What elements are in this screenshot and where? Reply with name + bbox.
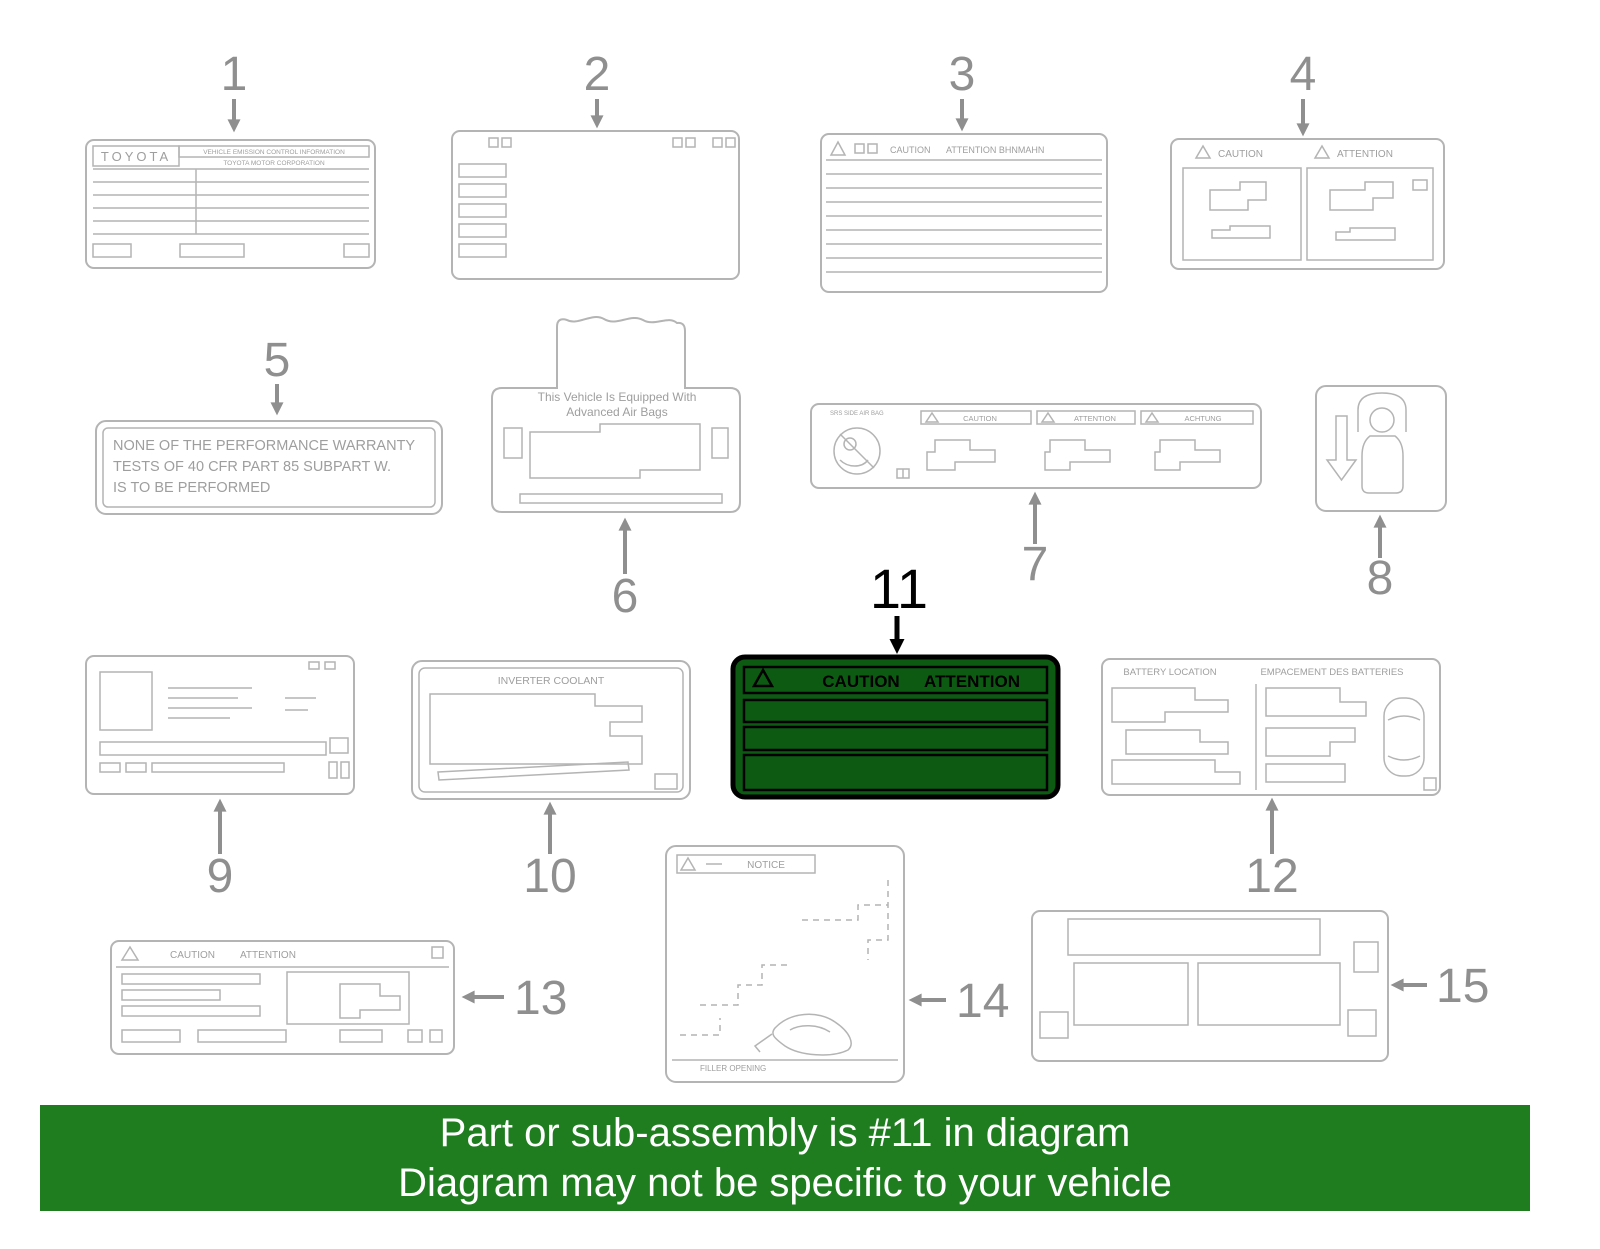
callout-9-number: 9 — [207, 850, 234, 903]
label-11-attention-text: ATTENTION — [924, 672, 1020, 691]
warning-triangle-icon — [679, 856, 697, 871]
notice-title: NOTICE — [747, 860, 785, 871]
callout-10: 10 — [523, 801, 577, 903]
srs-caution-text: CAUTION — [963, 414, 997, 423]
inverter-coolant-title: INVERTER COOLANT — [498, 675, 605, 687]
label-13-caution-text: CAUTION — [170, 950, 215, 961]
srs-achtung-text: ACHTUNG — [1184, 414, 1221, 423]
airbag-line-2: Advanced Air Bags — [566, 405, 667, 419]
warranty-line-2: TESTS OF 40 CFR PART 85 SUBPART W. — [113, 459, 391, 475]
callout-4: 4 — [1290, 48, 1317, 137]
filler-opening-text: FILLER OPENING — [700, 1064, 766, 1073]
emission-title: VEHICLE EMISSION CONTROL INFORMATION — [203, 149, 345, 156]
warning-triangle-icon — [1040, 411, 1056, 423]
label-4-caution-text: CAUTION — [1218, 149, 1263, 160]
battery-location-text: BATTERY LOCATION — [1123, 667, 1216, 678]
srs-title: SRS SIDE AIR BAG — [830, 411, 884, 417]
callout-12: 12 — [1245, 797, 1299, 903]
label-1-emission-control: TOYOTA VEHICLE EMISSION CONTROL INFORMAT… — [85, 139, 376, 269]
warning-triangle-icon — [829, 140, 847, 156]
callout-2: 2 — [584, 48, 611, 129]
callout-8: 8 — [1367, 514, 1394, 605]
warning-triangle-icon — [924, 411, 940, 423]
callout-11: 11 — [870, 557, 928, 654]
callout-14: 14 — [908, 975, 1009, 1028]
label-14-notice: NOTICE FILLER OPENING — [665, 845, 905, 1083]
callout-10-number: 10 — [523, 850, 576, 903]
toyota-brand-text: TOYOTA — [101, 149, 171, 164]
callout-6: 6 — [612, 517, 639, 623]
airbag-prohibited-icon — [833, 427, 881, 475]
emission-subtitle: TOYOTA MOTOR CORPORATION — [223, 160, 325, 167]
callout-12-number: 12 — [1245, 850, 1298, 903]
label-9 — [85, 655, 355, 795]
callout-1: 1 — [221, 48, 248, 133]
callout-11-number: 11 — [870, 557, 928, 620]
callout-15-number: 15 — [1436, 960, 1489, 1013]
child-head-icon — [1369, 407, 1395, 433]
child-body-icon — [1361, 435, 1404, 494]
callout-1-number: 1 — [221, 48, 248, 101]
callout-5: 5 — [264, 334, 291, 416]
label-3-caution: CAUTION ATTENTION BHNMAHN — [820, 133, 1108, 293]
label-11-caution-text: CAUTION — [822, 672, 899, 691]
warning-triangle-icon — [1313, 144, 1331, 159]
callout-7: 7 — [1022, 491, 1049, 591]
banner-line-1: Part or sub-assembly is #11 in diagram — [439, 1111, 1131, 1155]
highlight-banner: Part or sub-assembly is #11 in diagram D… — [40, 1105, 1530, 1211]
warning-triangle-icon — [1144, 411, 1160, 423]
label-13-attention-text: ATTENTION — [240, 950, 296, 961]
down-arrow-icon — [1325, 415, 1358, 482]
label-3-caution-text: CAUTION — [890, 145, 931, 155]
label-5-warranty: NONE OF THE PERFORMANCE WARRANTY TESTS O… — [95, 420, 443, 515]
car-top-view-icon — [1383, 697, 1425, 777]
label-2 — [451, 130, 740, 280]
callout-7-number: 7 — [1022, 538, 1049, 591]
callout-3: 3 — [949, 48, 976, 132]
callout-2-number: 2 — [584, 48, 611, 101]
banner-line-2: Diagram may not be specific to your vehi… — [398, 1161, 1172, 1205]
warranty-line-1: NONE OF THE PERFORMANCE WARRANTY — [113, 438, 415, 454]
label-3-attention-text: ATTENTION BHNMAHN — [946, 145, 1044, 155]
callout-4-number: 4 — [1290, 48, 1317, 101]
warning-triangle-icon — [1194, 144, 1212, 159]
callout-9: 9 — [207, 798, 234, 903]
warning-triangle-icon — [751, 667, 775, 688]
label-7-srs-airbag: SRS SIDE AIR BAG CAUTION ATTENTION ACHTU… — [810, 403, 1262, 489]
warranty-line-3: IS TO BE PERFORMED — [113, 480, 270, 496]
callout-6-number: 6 — [612, 570, 639, 623]
warning-triangle-icon — [120, 945, 140, 961]
callout-13: 13 — [461, 972, 567, 1025]
label-13-caution: CAUTION ATTENTION — [110, 940, 455, 1055]
label-10-inverter-coolant: INVERTER COOLANT — [411, 660, 691, 800]
callout-8-number: 8 — [1367, 552, 1394, 605]
label-4-attention-text: ATTENTION — [1337, 149, 1393, 160]
label-15 — [1031, 910, 1389, 1062]
callout-5-number: 5 — [264, 334, 291, 387]
callout-15: 15 — [1390, 960, 1489, 1013]
label-12-battery-location: BATTERY LOCATION EMPACEMENT DES BATTERIE… — [1101, 658, 1441, 796]
callout-13-number: 13 — [514, 972, 567, 1025]
label-4-caution-attention: CAUTION ATTENTION — [1170, 138, 1445, 270]
label-6-airbag: This Vehicle Is Equipped With Advanced A… — [491, 316, 741, 513]
emplacement-batteries-text: EMPACEMENT DES BATTERIES — [1260, 667, 1403, 678]
label-11-highlighted-part[interactable]: CAUTION ATTENTION — [730, 654, 1061, 800]
callout-14-number: 14 — [956, 975, 1009, 1028]
callout-3-number: 3 — [949, 48, 976, 101]
label-8-child-seat — [1315, 385, 1447, 512]
airbag-line-1: This Vehicle Is Equipped With — [538, 390, 697, 404]
srs-attention-text: ATTENTION — [1074, 414, 1116, 423]
fuel-cap-hand-icon — [772, 1013, 852, 1056]
